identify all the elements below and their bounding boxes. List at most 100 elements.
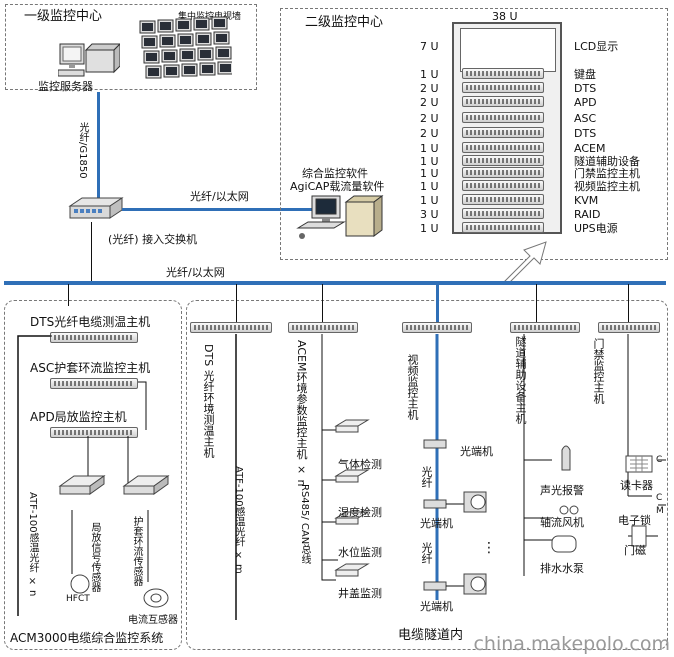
lcd-display-panel	[460, 28, 556, 72]
level2-center-title: 二级监控中心	[305, 15, 384, 30]
dts-env-label: DTS 光纤环境测温主机	[202, 344, 215, 458]
acem-sensor-label: 湿度检测	[338, 506, 382, 519]
rack-unit-device[interactable]	[462, 208, 544, 219]
apd-host-unit[interactable]	[50, 427, 138, 438]
dts-host-label: DTS光纤电缆测温主机	[30, 315, 151, 329]
rack-row-u: 1 U	[420, 68, 439, 81]
hfct-label: HFCT	[66, 594, 90, 604]
tv-wall-label: 集中监控电视墙	[178, 12, 242, 22]
pd-sensor-label: 局放信号传感器	[89, 522, 100, 592]
rack-row-name: UPS电源	[574, 222, 618, 235]
m-label: M	[656, 506, 664, 516]
software1-label: 综合监控软件	[302, 167, 368, 180]
rack-row-name: RAID	[574, 208, 601, 221]
switch-label: (光纤) 接入交换机	[108, 233, 198, 246]
fiber-eth-bus-label: 光纤/以太网	[166, 266, 225, 279]
alarm-label: 声光报警	[540, 484, 584, 497]
drop-dts-env	[236, 284, 237, 322]
sheath-sensor-label: 护套环流传感器	[131, 516, 142, 586]
rack-unit-device[interactable]	[462, 167, 544, 178]
rack-row-name: KVM	[574, 194, 599, 207]
rack-row-u: 3 U	[420, 208, 439, 221]
rack-row-u: 2 U	[420, 96, 439, 109]
fan-label: 轴流风机	[540, 516, 584, 529]
rack-row-u: 2 U	[420, 112, 439, 125]
left-drop	[68, 284, 69, 306]
video-host-label: 视频监控主机	[406, 354, 419, 420]
level2-center-frame	[280, 8, 668, 260]
door-host-unit[interactable]	[598, 322, 660, 333]
dts-env-host-unit[interactable]	[190, 322, 272, 333]
drop-door	[628, 284, 629, 322]
opt-end-bot-label: 光端机	[420, 600, 453, 613]
rack-size-label: 38 U	[492, 10, 518, 23]
switch-icon[interactable]	[68, 196, 124, 222]
rack-units	[462, 66, 544, 234]
acm3000-label: ACM3000电缆综合监控系统	[10, 631, 164, 645]
rack-row-u: 1 U	[420, 167, 439, 180]
server-computer-icon	[58, 43, 120, 77]
rack-row-name: 隧道辅助设备	[574, 155, 640, 168]
tunnel-label: 电缆隧道内	[398, 628, 464, 643]
c-label-2: C	[656, 493, 663, 503]
g1850-link	[97, 92, 100, 200]
left-system-wiring	[17, 335, 170, 616]
rack-unit-device[interactable]	[462, 96, 544, 107]
asc-host-unit[interactable]	[50, 378, 138, 389]
fiber-eth-bus	[4, 281, 666, 285]
asc-host-label: ASC护套环流监控主机	[30, 361, 151, 375]
rack-unit-device[interactable]	[462, 68, 544, 79]
acem-host-unit[interactable]	[288, 322, 358, 333]
workstation-icon[interactable]	[292, 192, 388, 248]
level1-center-title: 一级监控中心	[24, 9, 103, 24]
server-label: 监控服务器	[38, 80, 93, 93]
acm3000-frame	[4, 300, 182, 650]
level1-center-frame	[5, 4, 257, 90]
rack-row-u: 1 U	[420, 222, 439, 235]
drop-acem	[322, 284, 323, 322]
rack-row-name: ASC	[574, 112, 597, 125]
opt-end-top-label: 光端机	[460, 445, 493, 458]
dts-host-unit[interactable]	[50, 332, 138, 343]
rack-row-u: 1 U	[420, 155, 439, 168]
bus485-label: RS485/ CAN总线	[299, 484, 310, 565]
drop-aux	[536, 284, 537, 322]
magnet-label: 门磁	[624, 544, 646, 557]
rack-row-name: 视频监控主机	[574, 180, 640, 193]
apd-host-label: APD局放监控主机	[30, 410, 127, 424]
rack-row-u: 1 U	[420, 194, 439, 207]
lock-label: 电子锁	[618, 514, 651, 527]
acem-sensor-label: 井盖监测	[338, 587, 382, 600]
rack-unit-device[interactable]	[462, 194, 544, 205]
fiber-label-1: 光纤	[420, 466, 433, 488]
rack-unit-device[interactable]	[462, 82, 544, 93]
software2-label: AgiCAP载流量软件	[290, 180, 385, 193]
rack-unit-device[interactable]	[462, 180, 544, 191]
acem-sensor-label: 气体检测	[338, 458, 382, 471]
rack-unit-device[interactable]	[462, 155, 544, 166]
rack-unit-device[interactable]	[462, 127, 544, 138]
rack-row-name: 键盘	[574, 68, 596, 81]
watermark-text: china.makepolo.com	[473, 633, 670, 655]
ct-label: 电流互感器	[128, 615, 178, 626]
rack-row-u: 2 U	[420, 82, 439, 95]
fiber-label-2: 光纤	[420, 542, 433, 564]
acem-label: ACEM环境参数监控主机 × n	[295, 340, 308, 487]
rack-row-name: DTS	[574, 82, 597, 95]
card-reader-label: 读卡器	[620, 479, 653, 492]
rack-unit-device[interactable]	[462, 222, 544, 233]
aux-host-unit[interactable]	[510, 322, 580, 333]
rack-unit-device[interactable]	[462, 112, 544, 123]
atf-m-label: ATF-100感温光纤 × m	[233, 466, 244, 574]
rack-unit-device[interactable]	[462, 142, 544, 153]
rack-row-u: 7 U	[420, 40, 439, 53]
door-host-label: 门禁监控主机	[592, 338, 605, 404]
rack-row-name: DTS	[574, 127, 597, 140]
video-host-unit[interactable]	[402, 322, 472, 333]
rack-row-name: 门禁监控主机	[574, 167, 640, 180]
acem-sensor-label: 水位监测	[338, 546, 382, 559]
tv-wall-icon	[139, 16, 232, 79]
atf-sensor-label: ATF-100感温光纤 × n	[27, 492, 38, 597]
pump-label: 排水水泵	[540, 562, 584, 575]
